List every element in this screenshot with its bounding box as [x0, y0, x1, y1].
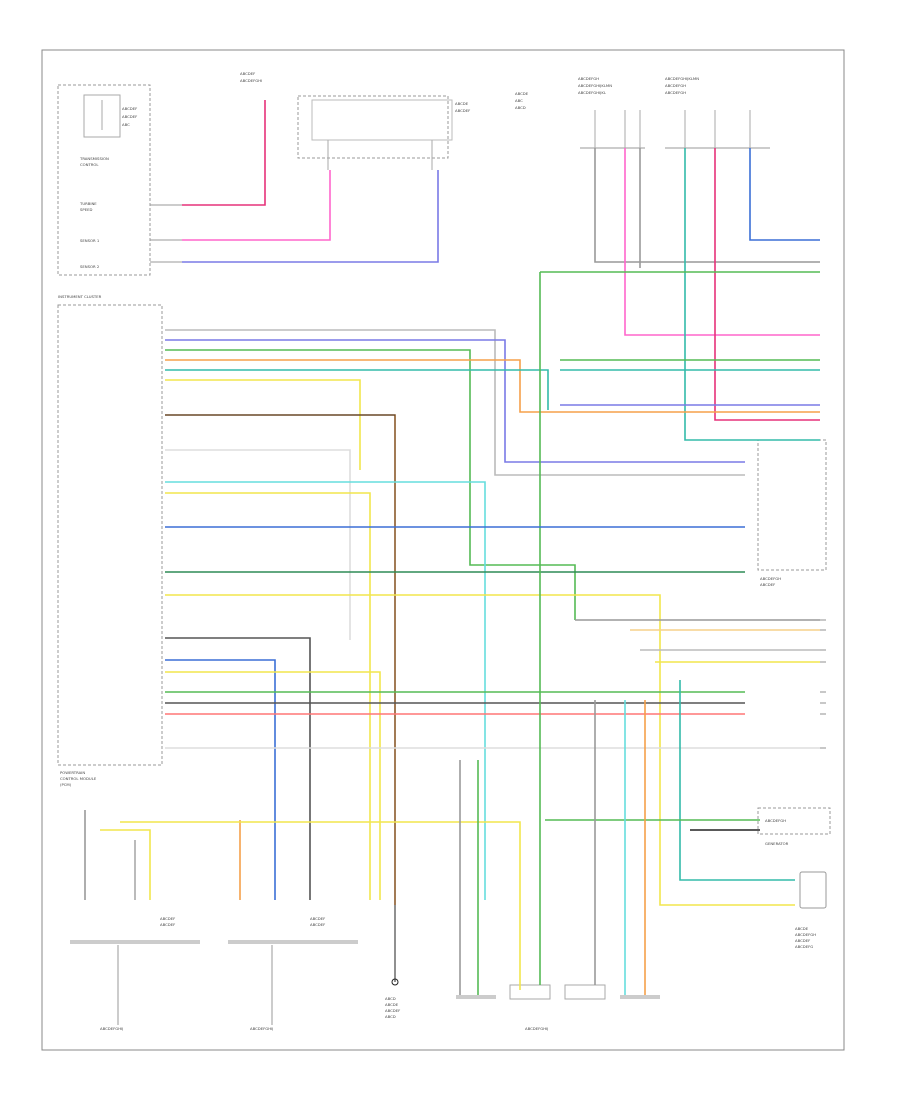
svg-text:ABCDEFGH: ABCDEFGH [760, 576, 781, 581]
svg-text:ABCDE: ABCDE [515, 91, 529, 96]
svg-text:ABCDEF: ABCDEF [760, 582, 775, 587]
svg-text:ABCD: ABCD [385, 996, 396, 1001]
svg-text:ABCDEF: ABCDEF [795, 938, 810, 943]
top-right-connectors: ABCDEFGH ABCDEFGHIJKLMN ABCDEFGHIJKL ABC… [578, 76, 770, 149]
svg-text:ABC: ABC [515, 98, 523, 103]
wire-bundle [84, 100, 820, 995]
ground-symbol: ABCD ABCDE ABCDEF ABCD [385, 905, 400, 1019]
engine-speed-sensor: ABCDE ABCDEFGH ABCDEF ABCDEFG [795, 871, 827, 949]
svg-text:TURBINE: TURBINE [79, 201, 97, 206]
svg-text:TRANSMISSION: TRANSMISSION [79, 156, 109, 161]
svg-text:CONTROL MODULE: CONTROL MODULE [60, 776, 97, 781]
svg-text:ABCDEFGH: ABCDEFGH [795, 932, 816, 937]
svg-text:ABCDEFGHIJKLMN: ABCDEFGHIJKLMN [665, 76, 699, 81]
svg-text:ABC: ABC [122, 122, 130, 127]
knock-sensor-left: ABCDEF ABCDEF ABCDEFGHIJ [228, 916, 358, 1031]
svg-text:ABCDEF: ABCDEF [310, 916, 325, 921]
knock-sensor-right: ABCDEF ABCDEF ABCDEFGHIJ [70, 916, 200, 1031]
svg-text:ABCDEFGH: ABCDEFGH [665, 90, 686, 95]
svg-text:ABCDE: ABCDE [385, 1002, 399, 1007]
svg-text:ABCDEFGH: ABCDEFGH [665, 83, 686, 88]
svg-text:GENERATOR: GENERATOR [765, 841, 789, 846]
svg-text:ABCDEFGHI: ABCDEFGHI [240, 78, 262, 83]
generator: ABCDEFGH GENERATOR [757, 807, 831, 846]
svg-text:ABCDEFGHIJ: ABCDEFGHIJ [525, 1026, 548, 1031]
transmission-module: ABCDEF ABCDEF ABC TRANSMISSION CONTROL T… [57, 84, 182, 276]
svg-text:SPEED: SPEED [80, 207, 92, 212]
svg-text:POWERTRAIN: POWERTRAIN [60, 770, 85, 775]
svg-text:ABCDE: ABCDE [795, 926, 809, 931]
powertrain-control-module: INSTRUMENT CLUSTER POWERTRAIN CONTROL MO… [57, 294, 163, 787]
svg-text:SENSOR 1: SENSOR 1 [80, 238, 100, 243]
svg-text:CONTROL: CONTROL [80, 162, 99, 167]
svg-text:ABCDEF: ABCDEF [122, 106, 137, 111]
svg-text:ABCDEF: ABCDEF [455, 108, 470, 113]
svg-text:ABCDEF: ABCDEF [310, 922, 325, 927]
svg-text:ABCDEFG: ABCDEFG [795, 944, 813, 949]
svg-text:ABCD: ABCD [385, 1014, 396, 1019]
svg-text:(PCM): (PCM) [60, 782, 72, 787]
svg-text:ABCDEF: ABCDEF [160, 922, 175, 927]
svg-text:ABCDEF: ABCDEF [240, 71, 255, 76]
diagram-frame [41, 49, 845, 1051]
svg-text:ABCDEFGHIJ: ABCDEFGHIJ [250, 1026, 273, 1031]
svg-text:ABCDEF: ABCDEF [160, 916, 175, 921]
svg-text:ABCDEFGH: ABCDEFGH [578, 76, 599, 81]
svg-text:SENSOR 2: SENSOR 2 [80, 264, 100, 269]
svg-text:ABCDEFGHIJKL: ABCDEFGHIJKL [578, 90, 607, 95]
svg-text:ABCDE: ABCDE [455, 101, 469, 106]
svg-text:ABCDEFGHIJKLMN: ABCDEFGHIJKLMN [578, 83, 612, 88]
svg-text:ABCDEFGH: ABCDEFGH [765, 818, 786, 823]
right-terminals [820, 619, 826, 749]
engine-compartment-module: ABCDEF ABCDEFGHI ABCDE ABCDEF ABCDE ABC … [240, 71, 529, 170]
right-module: ABCDEFGH ABCDEF [757, 439, 827, 587]
svg-text:ABCDEF: ABCDEF [385, 1008, 400, 1013]
svg-text:INSTRUMENT CLUSTER: INSTRUMENT CLUSTER [58, 294, 102, 299]
fuel-injectors: ABCDEFGHIJ [456, 984, 660, 1031]
svg-text:ABCDEF: ABCDEF [122, 114, 137, 119]
svg-text:ABCD: ABCD [515, 105, 526, 110]
svg-text:ABCDEFGHIJ: ABCDEFGHIJ [100, 1026, 123, 1031]
